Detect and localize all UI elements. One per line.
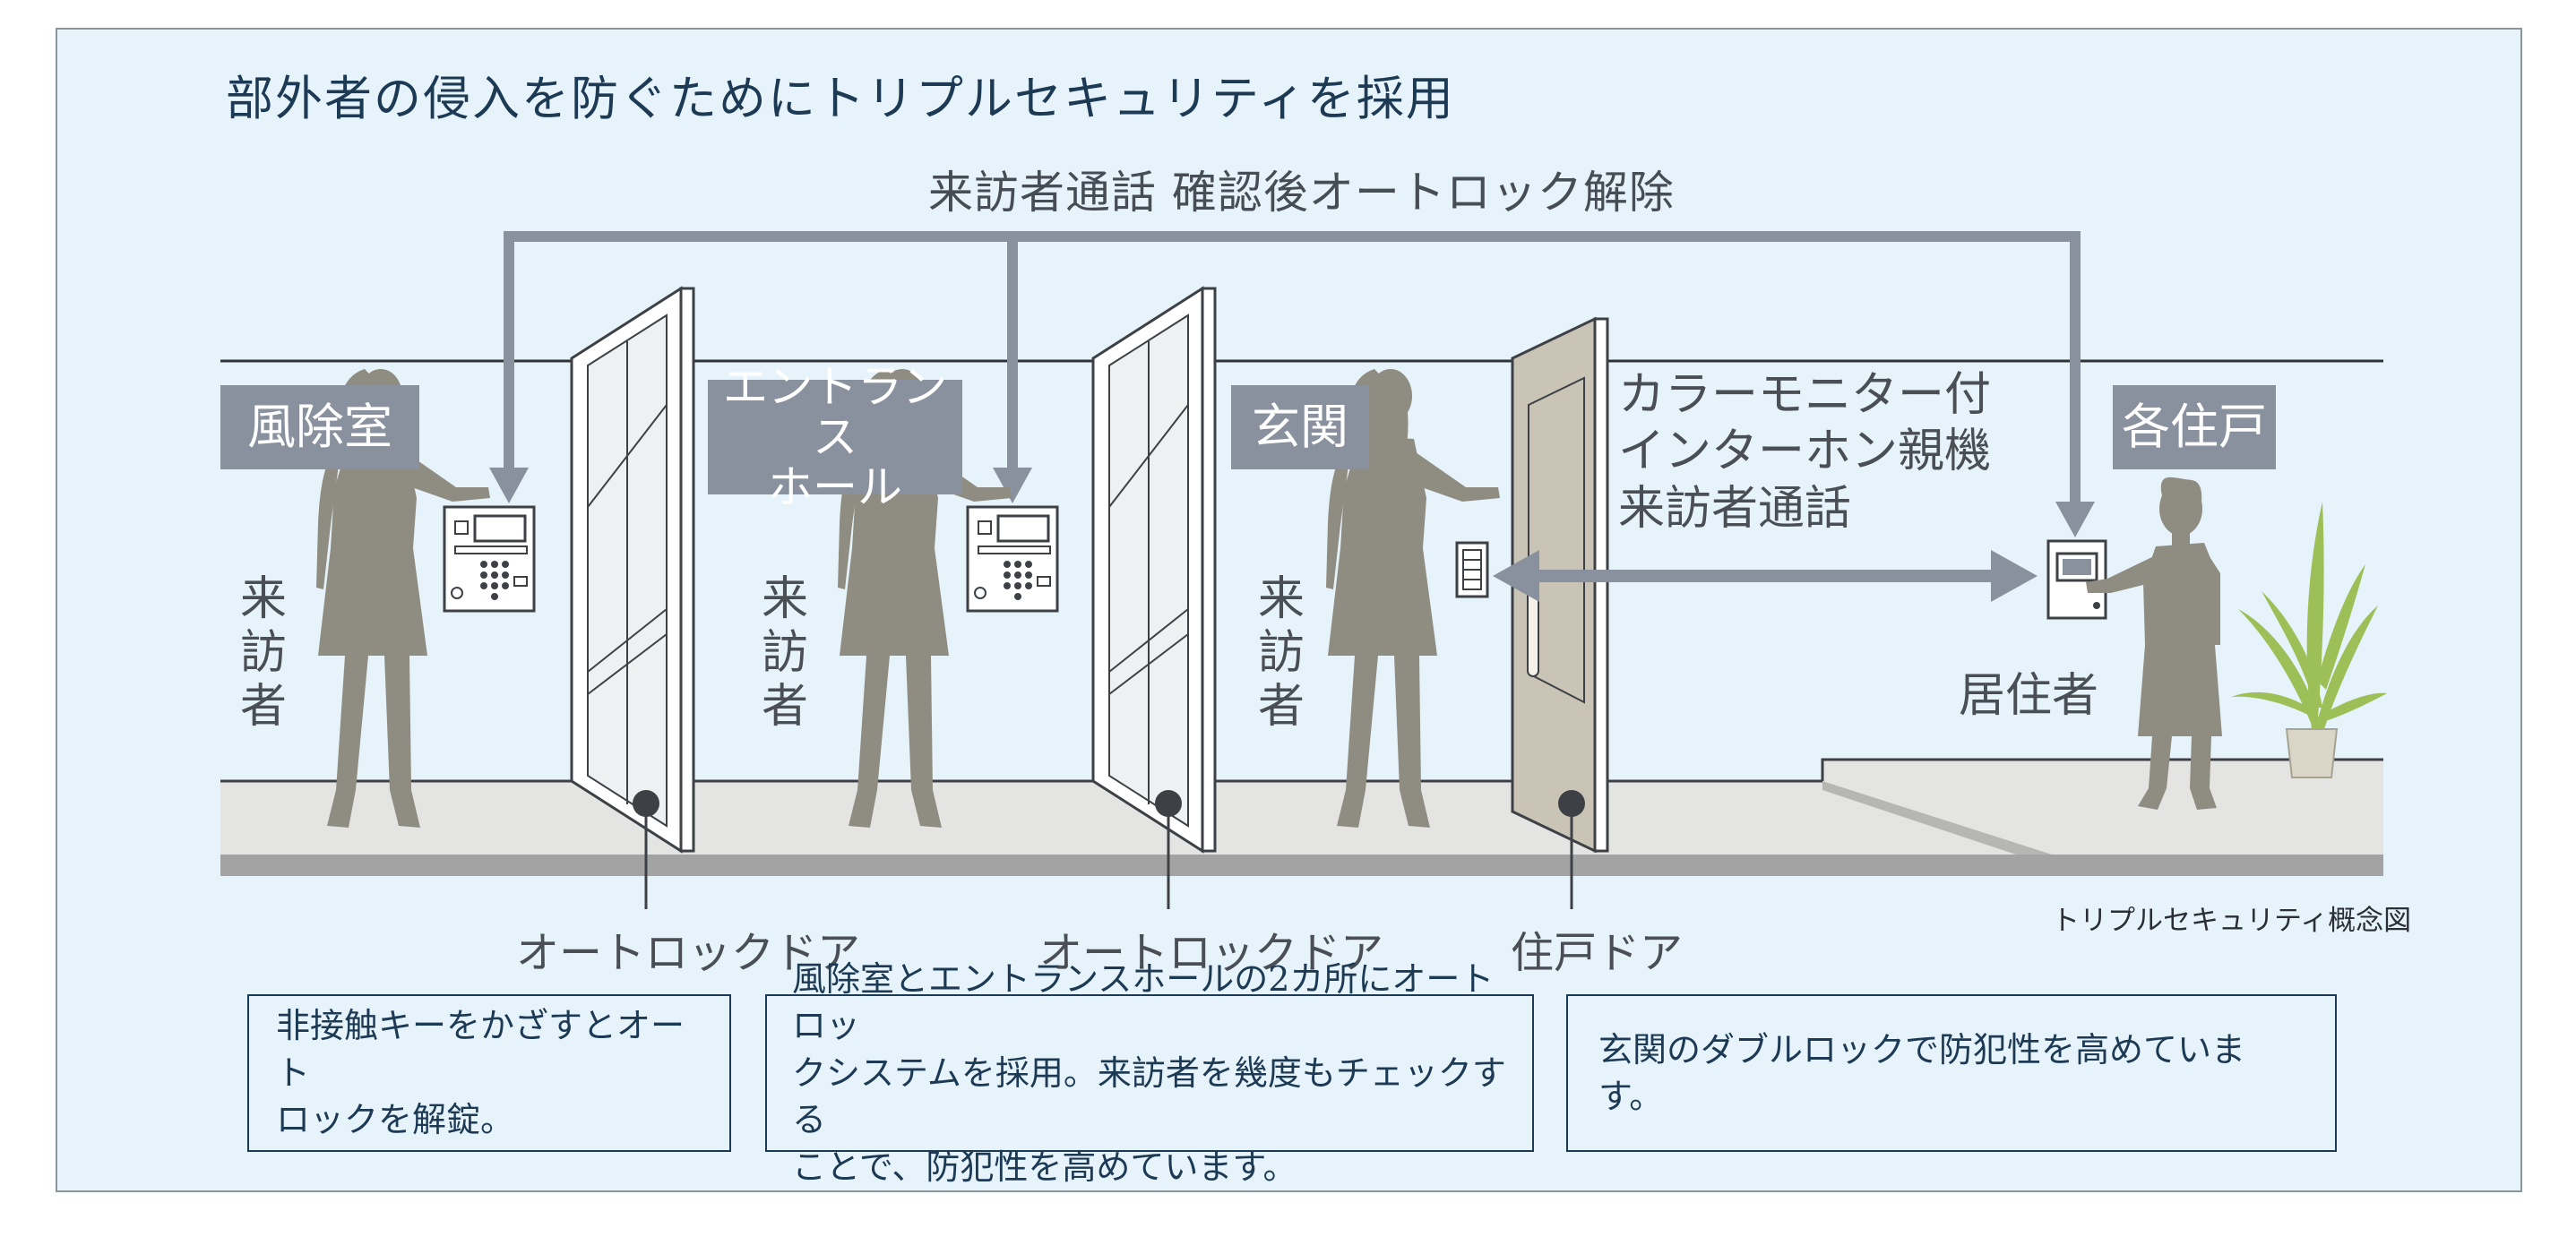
resident-label: 居住者 bbox=[1959, 669, 2099, 723]
intercom-panel-icon bbox=[966, 505, 1059, 613]
note-text-1: 非接触キーをかざすとオート ロックを解錠。 bbox=[276, 1006, 685, 1140]
visitor-label-2: 来 訪 者 bbox=[761, 572, 808, 734]
diagram-heading: 部外者の侵入を防ぐためにトリプルセキュリティを採用 bbox=[226, 72, 1455, 126]
note-box-double-auto-lock: 風除室とエントランスホールの2カ所にオートロッ クシステムを採用。来訪者を幾度も… bbox=[765, 959, 1534, 1187]
visitor-label-3: 来 訪 者 bbox=[1257, 572, 1305, 734]
note-text-3: 玄関のダブルロックで防犯性を高めています。 bbox=[1598, 1029, 2246, 1116]
zone-label-entrance-hall: エントランス ホール bbox=[708, 362, 962, 512]
plant-icon bbox=[2231, 502, 2387, 778]
zone-label-residence: 各住戸 bbox=[2113, 385, 2276, 469]
door-label-auto-lock-2: オートロックドア bbox=[1039, 928, 1384, 978]
door-intercom-icon bbox=[1455, 541, 1489, 598]
visitor-call-arrow bbox=[1493, 550, 2038, 602]
intercom-panel-icon bbox=[443, 505, 536, 613]
resident-silhouette bbox=[2086, 477, 2222, 810]
door-label-unit: 住戸ドア bbox=[1511, 928, 1684, 978]
unit-door bbox=[1511, 316, 1609, 854]
note-text-2: 風除室とエントランスホールの2カ所にオートロッ クシステムを採用。来訪者を幾度も… bbox=[792, 958, 1506, 1187]
note-box-contactless-key: 非接触キーをかざすとオート ロックを解錠。 bbox=[247, 994, 731, 1152]
zone-label-windbreak: 風除室 bbox=[220, 385, 419, 469]
top-caption: 来訪者通話 確認後オートロック解除 bbox=[928, 167, 1675, 219]
intercom-monitor-icon bbox=[2046, 539, 2107, 620]
auto-lock-door-2 bbox=[1091, 286, 1217, 854]
figure-caption: トリプルセキュリティ概念図 bbox=[2052, 905, 2412, 937]
zone-label-genkan: 玄関 bbox=[1231, 385, 1369, 469]
door-label-auto-lock-1: オートロックドア bbox=[516, 928, 861, 978]
auto-lock-release-arrows bbox=[489, 231, 2095, 537]
intercom-label: カラーモニター付 インターホン親機 来訪者通話 bbox=[1618, 368, 1992, 536]
auto-lock-door-1 bbox=[570, 286, 695, 854]
visitor-label-1: 来 訪 者 bbox=[239, 572, 287, 734]
note-box-double-lock: 玄関のダブルロックで防犯性を高めています。 bbox=[1566, 994, 2337, 1152]
